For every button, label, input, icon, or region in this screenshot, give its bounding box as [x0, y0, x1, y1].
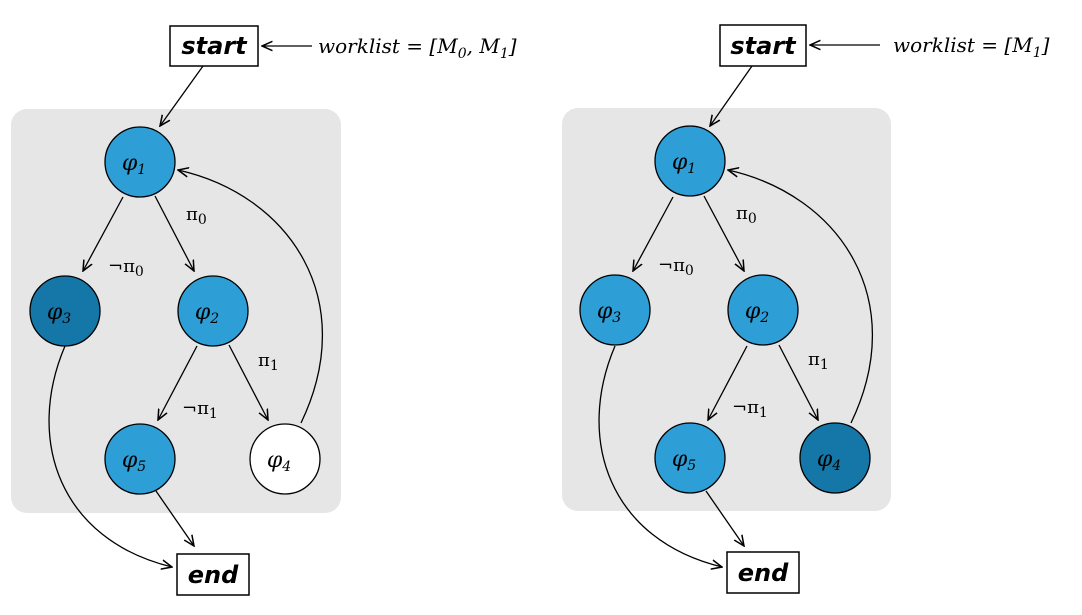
left-node-phi3: φ3 [29, 275, 101, 347]
left-label-pi1: π1 [258, 350, 279, 374]
left-start-label: start [181, 32, 248, 60]
left-edge-phi2-phi5 [158, 345, 198, 420]
right-edge-phi1-phi3 [633, 196, 674, 271]
right-label-notpi0: ¬π0 [658, 255, 694, 279]
left-edge-phi2-phi4 [228, 344, 268, 420]
left-node-phi4: φ4 [249, 423, 321, 495]
right-label-pi0: π0 [736, 203, 757, 227]
right-start-box: start [719, 24, 807, 67]
right-end-box: end [726, 551, 800, 594]
left-diagram: start worklist = [M0, M1] π0 ¬π0 π1 ¬π1 … [11, 25, 517, 596]
left-label-notpi1: ¬π1 [182, 398, 218, 422]
left-edge-phi1-phi3 [83, 196, 124, 271]
right-end-label: end [738, 559, 789, 587]
right-node-phi4-label: φ4 [817, 447, 841, 474]
left-start-box: start [169, 25, 259, 67]
right-node-phi1: φ1 [654, 125, 726, 197]
left-edge-phi1-phi2 [154, 195, 194, 271]
left-edge-phi4-phi1 [178, 170, 324, 424]
right-edge-phi2-phi4 [778, 344, 818, 420]
right-start-label: start [730, 32, 797, 60]
left-end-box: end [176, 553, 250, 596]
right-edge-phi1-phi2 [703, 195, 744, 271]
right-edge-phi2-phi5 [708, 345, 748, 420]
left-edge-phi3-end [48, 345, 172, 567]
right-edge-start-phi1 [710, 65, 753, 126]
right-worklist-text: worklist = [M1] [893, 33, 1050, 61]
left-edge-start-phi1 [160, 65, 204, 126]
left-node-phi4-label: φ4 [267, 448, 291, 475]
left-node-phi5-label: φ5 [122, 448, 146, 475]
right-edge-phi3-end [598, 345, 722, 567]
left-node-phi2: φ2 [177, 275, 249, 347]
left-panel [11, 109, 341, 513]
right-node-phi5: φ5 [654, 422, 726, 494]
left-node-phi1: φ1 [104, 126, 176, 198]
left-label-pi0: π0 [186, 204, 207, 228]
right-diagram: start worklist = [M1] π0 ¬π0 π1 ¬π1 φ1 φ… [562, 24, 1050, 594]
left-node-phi3-label: φ3 [47, 300, 71, 327]
left-worklist-text: worklist = [M0, M1] [318, 34, 517, 62]
right-node-phi1-label: φ1 [672, 150, 696, 177]
right-edge-phi5-end [705, 490, 744, 546]
left-node-phi2-label: φ2 [195, 300, 219, 327]
left-edge-phi5-end [155, 490, 194, 546]
left-node-phi5: φ5 [104, 423, 176, 495]
right-label-notpi1: ¬π1 [732, 397, 768, 421]
right-node-phi2-label: φ2 [745, 299, 769, 326]
right-node-phi4: φ4 [799, 422, 871, 494]
right-node-phi3: φ3 [579, 274, 651, 346]
right-node-phi5-label: φ5 [672, 447, 696, 474]
left-end-label: end [188, 561, 239, 589]
left-node-phi1-label: φ1 [122, 151, 146, 178]
right-edge-phi4-phi1 [728, 170, 874, 424]
left-label-notpi0: ¬π0 [108, 256, 144, 280]
right-label-pi1: π1 [808, 349, 829, 373]
right-node-phi2: φ2 [727, 274, 799, 346]
right-node-phi3-label: φ3 [597, 299, 621, 326]
